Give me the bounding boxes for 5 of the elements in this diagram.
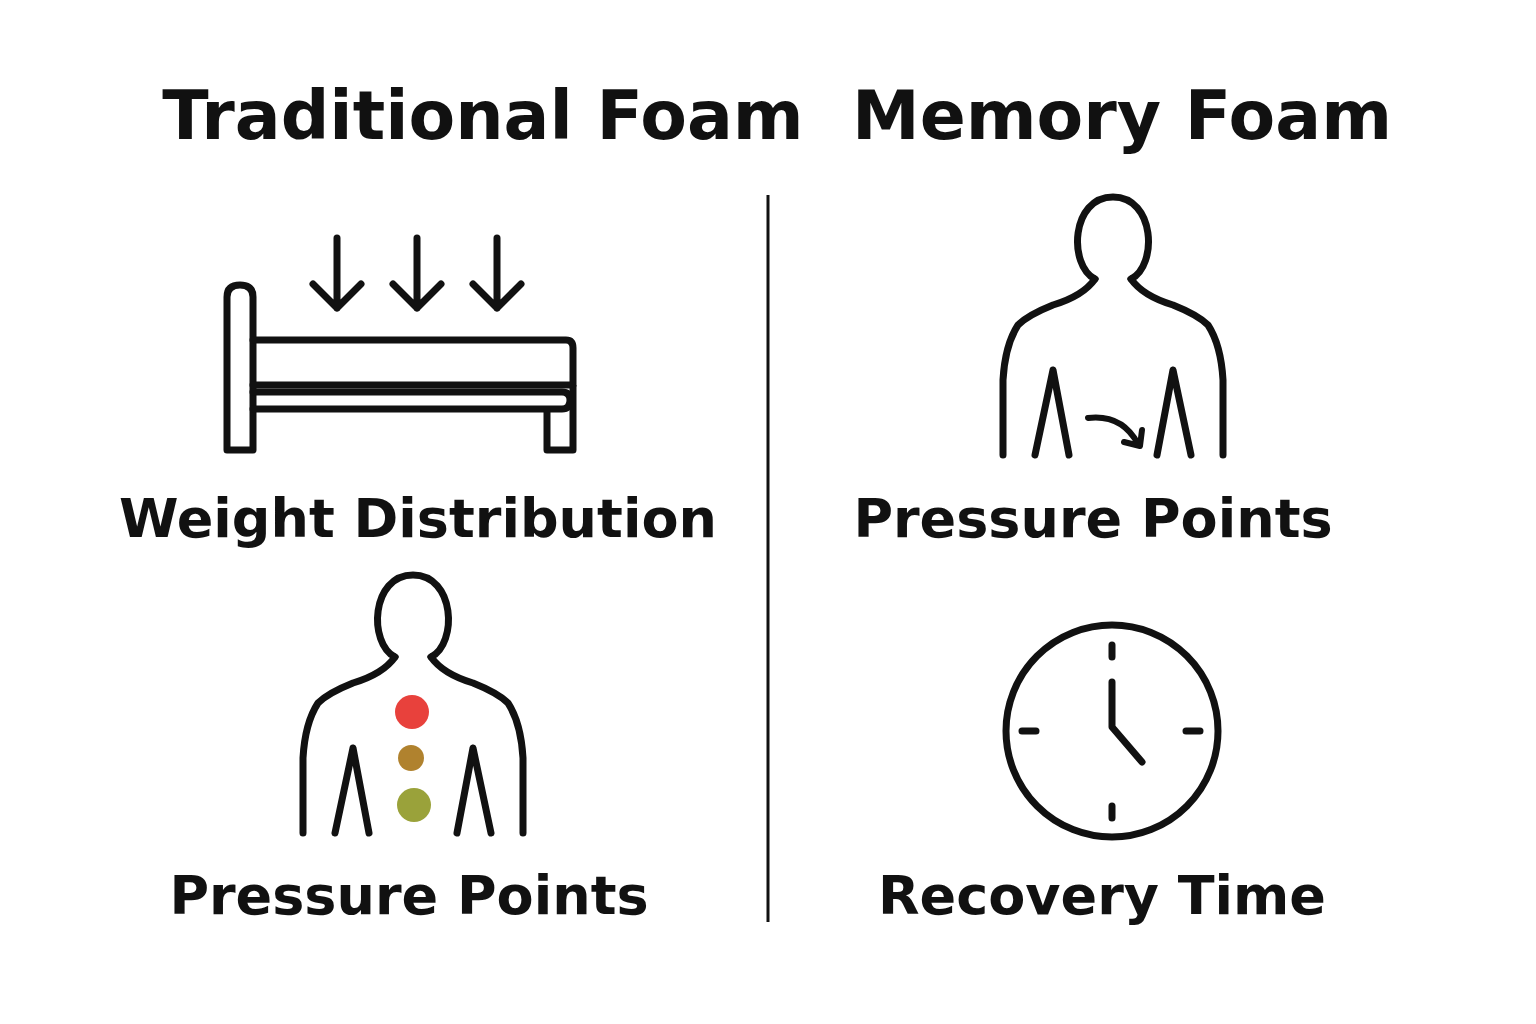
- column-heading: Traditional Foam: [162, 82, 804, 150]
- feature-label: Pressure Points: [853, 492, 1333, 546]
- feature-label: Weight Distribution: [119, 492, 717, 546]
- feature-label: Recovery Time: [878, 869, 1326, 923]
- feature-label: Pressure Points: [169, 869, 649, 923]
